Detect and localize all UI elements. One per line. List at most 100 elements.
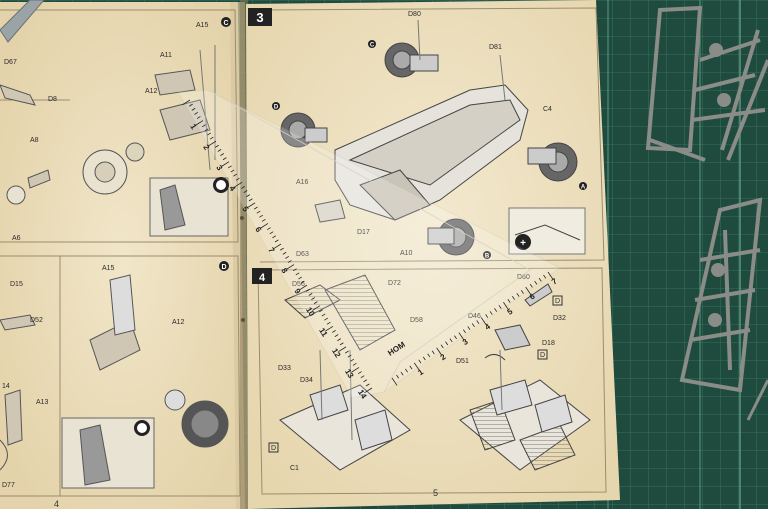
ruler-tick bbox=[512, 296, 515, 300]
part-label: A15 bbox=[102, 265, 115, 272]
ruler-tick bbox=[326, 321, 331, 325]
left-marker-c: C bbox=[221, 17, 231, 27]
ruler-tick bbox=[534, 280, 538, 285]
ruler-tick bbox=[363, 379, 368, 383]
ruler-tick bbox=[194, 112, 199, 115]
ruler-tick bbox=[311, 297, 316, 300]
ruler-tick bbox=[476, 320, 480, 324]
ruler-tick bbox=[339, 342, 344, 346]
svg-text:C: C bbox=[223, 20, 228, 27]
ruler-tick bbox=[338, 346, 347, 353]
ruler-tick bbox=[195, 120, 204, 126]
part-label: A8 bbox=[30, 137, 39, 144]
ruler-tick bbox=[525, 286, 532, 295]
ruler-tick bbox=[467, 326, 471, 331]
ruler-tick bbox=[261, 218, 266, 222]
ruler-number: 2 bbox=[201, 143, 211, 152]
ruler-tick bbox=[400, 371, 404, 376]
svg-text:D: D bbox=[271, 445, 276, 452]
ruler-tick bbox=[516, 292, 520, 297]
ruler-number: 9 bbox=[292, 287, 302, 296]
ruler-tick bbox=[325, 325, 334, 332]
ruler-tick bbox=[471, 323, 475, 328]
ruler-tick bbox=[241, 186, 245, 189]
ruler-tick bbox=[233, 173, 238, 177]
ruler-tick bbox=[246, 194, 251, 198]
svg-text:A: A bbox=[581, 185, 586, 191]
part-label: A12 bbox=[172, 319, 185, 326]
ruler-tick bbox=[243, 190, 248, 193]
step4-marker-d: D bbox=[268, 442, 279, 453]
ruler-tick bbox=[332, 330, 336, 333]
ruler-tick bbox=[295, 272, 300, 276]
ruler-number: 5 bbox=[506, 307, 515, 317]
ruler-tick bbox=[234, 181, 243, 188]
ruler-number: 4 bbox=[227, 184, 237, 193]
staple bbox=[240, 216, 244, 220]
step-4-badge: 4 bbox=[252, 268, 272, 284]
ruler-lower-scale bbox=[391, 271, 554, 386]
ruler-tick bbox=[215, 144, 219, 148]
ruler-tick bbox=[391, 377, 398, 386]
ruler-tick bbox=[274, 239, 279, 243]
ruler-number: 8 bbox=[279, 266, 289, 275]
ruler-number: 6 bbox=[528, 291, 537, 301]
part-label: A6 bbox=[12, 235, 21, 242]
step4-marker-d: D bbox=[552, 295, 563, 306]
part-label: D77 bbox=[2, 482, 15, 489]
ruler-number: 7 bbox=[266, 246, 276, 255]
ruler-tick bbox=[489, 311, 493, 315]
ruler-number: 3 bbox=[214, 164, 224, 173]
ruler-tick bbox=[485, 314, 489, 318]
ruler-tick bbox=[538, 277, 542, 282]
ruler-tick bbox=[260, 223, 269, 229]
ruler-tick bbox=[254, 206, 258, 210]
svg-text:3: 3 bbox=[256, 10, 263, 25]
part-label: D51 bbox=[456, 358, 469, 365]
ruler-tick bbox=[520, 289, 524, 294]
ruler-tick bbox=[547, 271, 554, 280]
ruler-tick bbox=[308, 293, 313, 296]
ruler-upper-scale bbox=[182, 99, 373, 394]
ruler-tick bbox=[204, 128, 209, 132]
ruler-tick bbox=[269, 231, 274, 235]
part-label: A10 bbox=[400, 250, 413, 257]
ruler-tick bbox=[350, 358, 355, 362]
ruler-tick bbox=[272, 235, 277, 239]
ruler-tick bbox=[217, 149, 222, 152]
ruler-tick bbox=[248, 198, 253, 202]
ruler-tick bbox=[454, 335, 457, 340]
ruler-tick bbox=[256, 210, 261, 214]
ruler-tick bbox=[285, 256, 290, 259]
ruler-tick bbox=[230, 169, 235, 173]
ruler-tick bbox=[440, 344, 444, 349]
ruler-number: 1 bbox=[416, 367, 425, 377]
ruler-tick bbox=[182, 99, 191, 106]
ruler-tick bbox=[189, 103, 193, 107]
page-number-right: 5 bbox=[433, 488, 438, 498]
ruler-tick bbox=[418, 359, 422, 364]
wheel bbox=[527, 142, 578, 182]
ruler-tick bbox=[209, 136, 214, 140]
svg-text:4: 4 bbox=[259, 272, 266, 284]
ruler-tick bbox=[282, 251, 287, 255]
ruler-tick bbox=[228, 165, 232, 169]
ruler-tick bbox=[422, 356, 426, 361]
part-label: D63 bbox=[296, 251, 309, 258]
svg-text:D: D bbox=[555, 298, 560, 305]
svg-text:C: C bbox=[370, 43, 375, 49]
left-lower-drawing bbox=[0, 274, 229, 489]
step-3-badge: 3 bbox=[248, 8, 272, 26]
ruler-tick bbox=[280, 247, 284, 251]
ruler-tick bbox=[324, 317, 329, 321]
ruler-tick bbox=[345, 350, 349, 354]
step3-marker-a: A bbox=[579, 182, 587, 191]
ruler-tick bbox=[364, 387, 373, 394]
ruler-tick bbox=[436, 347, 442, 356]
svg-text:B: B bbox=[485, 254, 490, 260]
part-label: D15 bbox=[10, 281, 23, 288]
ruler-tick bbox=[207, 132, 212, 136]
ruler-tick bbox=[202, 124, 206, 128]
